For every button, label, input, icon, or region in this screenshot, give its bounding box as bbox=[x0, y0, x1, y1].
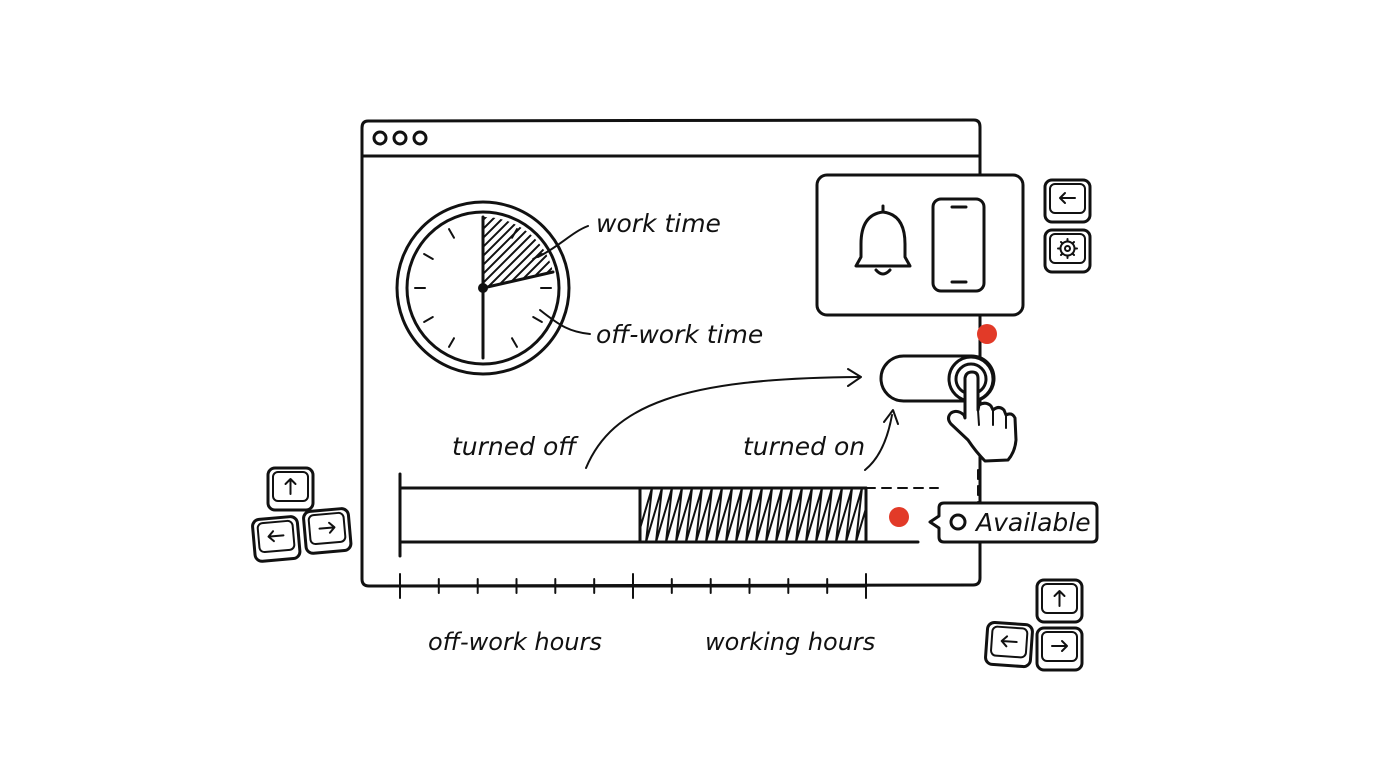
turned-on-arrowhead bbox=[883, 409, 899, 425]
arrow-left-icon bbox=[1059, 192, 1076, 204]
smartphone-icon bbox=[931, 197, 986, 293]
arrow-left-icon bbox=[1000, 635, 1018, 648]
hours-axis bbox=[398, 573, 868, 599]
pointer-hand-icon bbox=[947, 370, 1018, 463]
hatch-stroke bbox=[483, 216, 503, 288]
clock-tick bbox=[448, 228, 455, 239]
hatch-stroke bbox=[483, 216, 512, 288]
clock-tick bbox=[532, 316, 543, 323]
turned-on-arrow bbox=[864, 414, 893, 471]
arrow-right-icon bbox=[318, 521, 336, 534]
hatch-stroke bbox=[483, 216, 548, 288]
work-time-label: work time bbox=[596, 209, 721, 238]
gear-icon bbox=[1057, 238, 1078, 259]
turned-off-arrowhead bbox=[847, 368, 862, 387]
notification-panel bbox=[815, 173, 1025, 317]
turned-on-label: turned on bbox=[743, 432, 865, 461]
arrow-up-icon bbox=[1053, 590, 1066, 607]
arrow-up-key bbox=[1035, 578, 1084, 624]
off-work-time-label: off-work time bbox=[596, 320, 763, 349]
timeline-bar bbox=[398, 469, 979, 558]
off-work-hours-label: off-work hours bbox=[428, 628, 602, 656]
status-label: Available bbox=[974, 508, 1091, 537]
bell-icon bbox=[854, 204, 912, 276]
arrow-left-icon bbox=[267, 530, 285, 543]
hatch-stroke bbox=[501, 216, 553, 288]
window-dot-1 bbox=[372, 130, 388, 146]
arrow-left-key bbox=[984, 620, 1034, 669]
off-work-time-leader bbox=[539, 309, 591, 335]
turned-off-label: turned off bbox=[452, 432, 579, 461]
arrow-right-icon bbox=[1051, 640, 1068, 652]
hatch-stroke bbox=[640, 488, 866, 542]
availability-tag: Available bbox=[928, 501, 1099, 544]
status-indicator-dot bbox=[889, 507, 909, 527]
hatch-stroke bbox=[483, 216, 521, 288]
status-ring-icon bbox=[949, 513, 967, 531]
browser-window bbox=[360, 118, 982, 588]
turned-off-arrow bbox=[585, 376, 861, 469]
arrow-left-key bbox=[251, 515, 302, 563]
clock-tick bbox=[448, 337, 455, 348]
arrow-up-icon bbox=[284, 478, 297, 495]
arrow-right-key bbox=[302, 507, 353, 555]
clock-tick bbox=[423, 253, 434, 260]
window-dot-3 bbox=[412, 130, 428, 146]
arrow-left-key bbox=[1043, 178, 1092, 224]
working-hours-hatch bbox=[640, 488, 866, 542]
clock-tick bbox=[511, 337, 518, 348]
gear-key bbox=[1043, 228, 1092, 274]
work-time-leader bbox=[537, 225, 589, 258]
arrow-right-key bbox=[1035, 626, 1084, 672]
arrow-up-key bbox=[266, 466, 315, 512]
working-hours-label: working hours bbox=[705, 628, 875, 656]
toggle-indicator-dot bbox=[977, 324, 997, 344]
window-dot-2 bbox=[392, 130, 408, 146]
clock-tick bbox=[423, 316, 434, 323]
